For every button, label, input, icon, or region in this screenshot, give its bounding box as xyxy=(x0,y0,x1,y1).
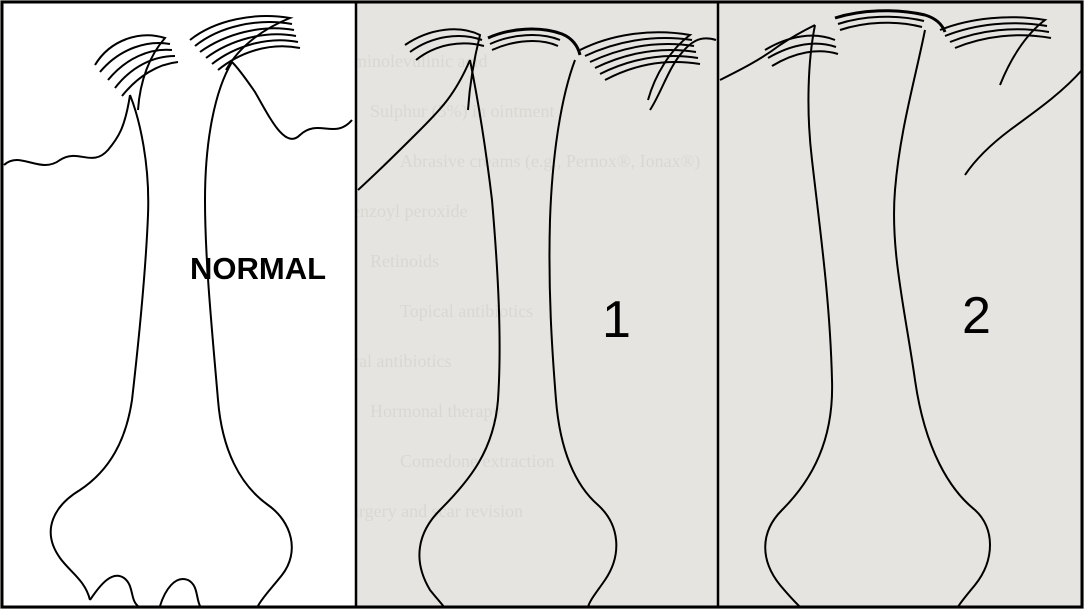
label-stage-1: 1 xyxy=(602,290,631,350)
panel-1-bg xyxy=(356,2,718,607)
label-normal: NORMAL xyxy=(190,251,326,287)
panel-2-bg xyxy=(718,2,1082,607)
label-stage-2: 2 xyxy=(962,286,991,346)
